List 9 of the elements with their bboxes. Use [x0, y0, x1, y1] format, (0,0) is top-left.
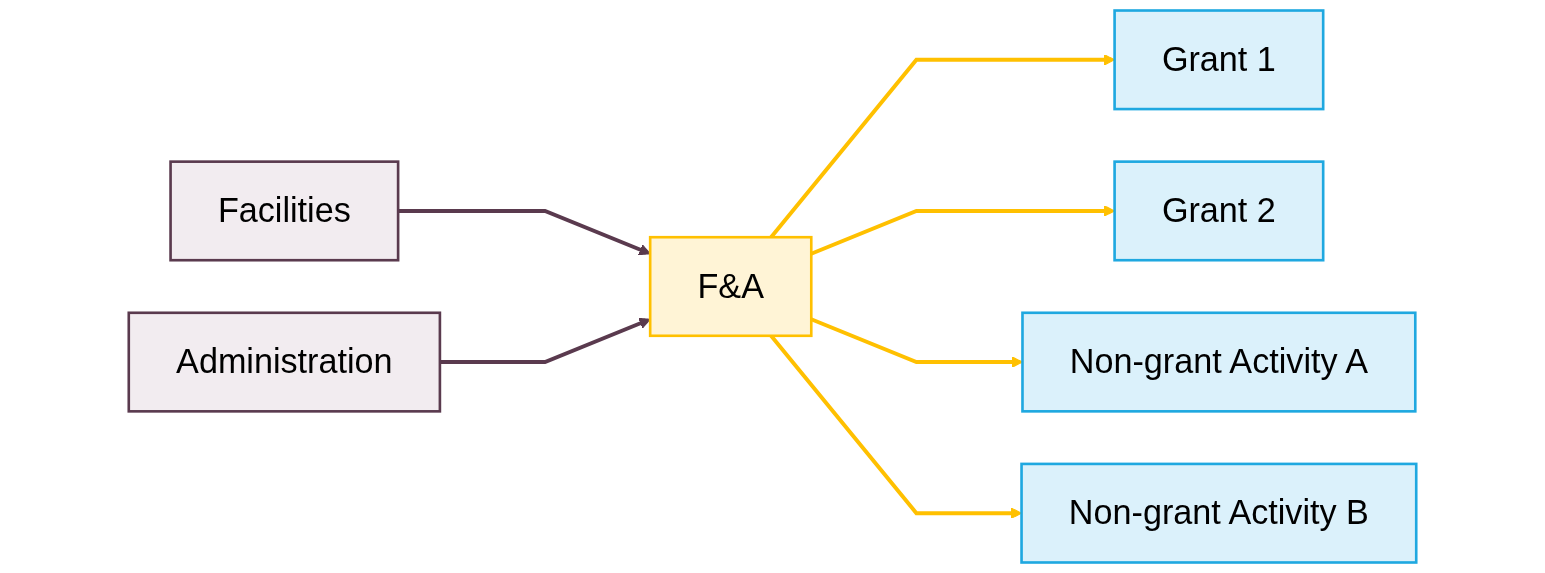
node-box: Grant 1	[1113, 9, 1325, 111]
node-box: Non-grant Activity A	[1021, 311, 1417, 413]
node-box: Grant 2	[1113, 160, 1325, 262]
arrow	[398, 208, 651, 256]
node-box: Administration	[127, 311, 442, 413]
node-box: F&A	[648, 235, 813, 338]
node-box: Non-grant Activity B	[1020, 462, 1418, 564]
arrow	[439, 317, 651, 365]
node-box: Facilities	[169, 160, 400, 262]
